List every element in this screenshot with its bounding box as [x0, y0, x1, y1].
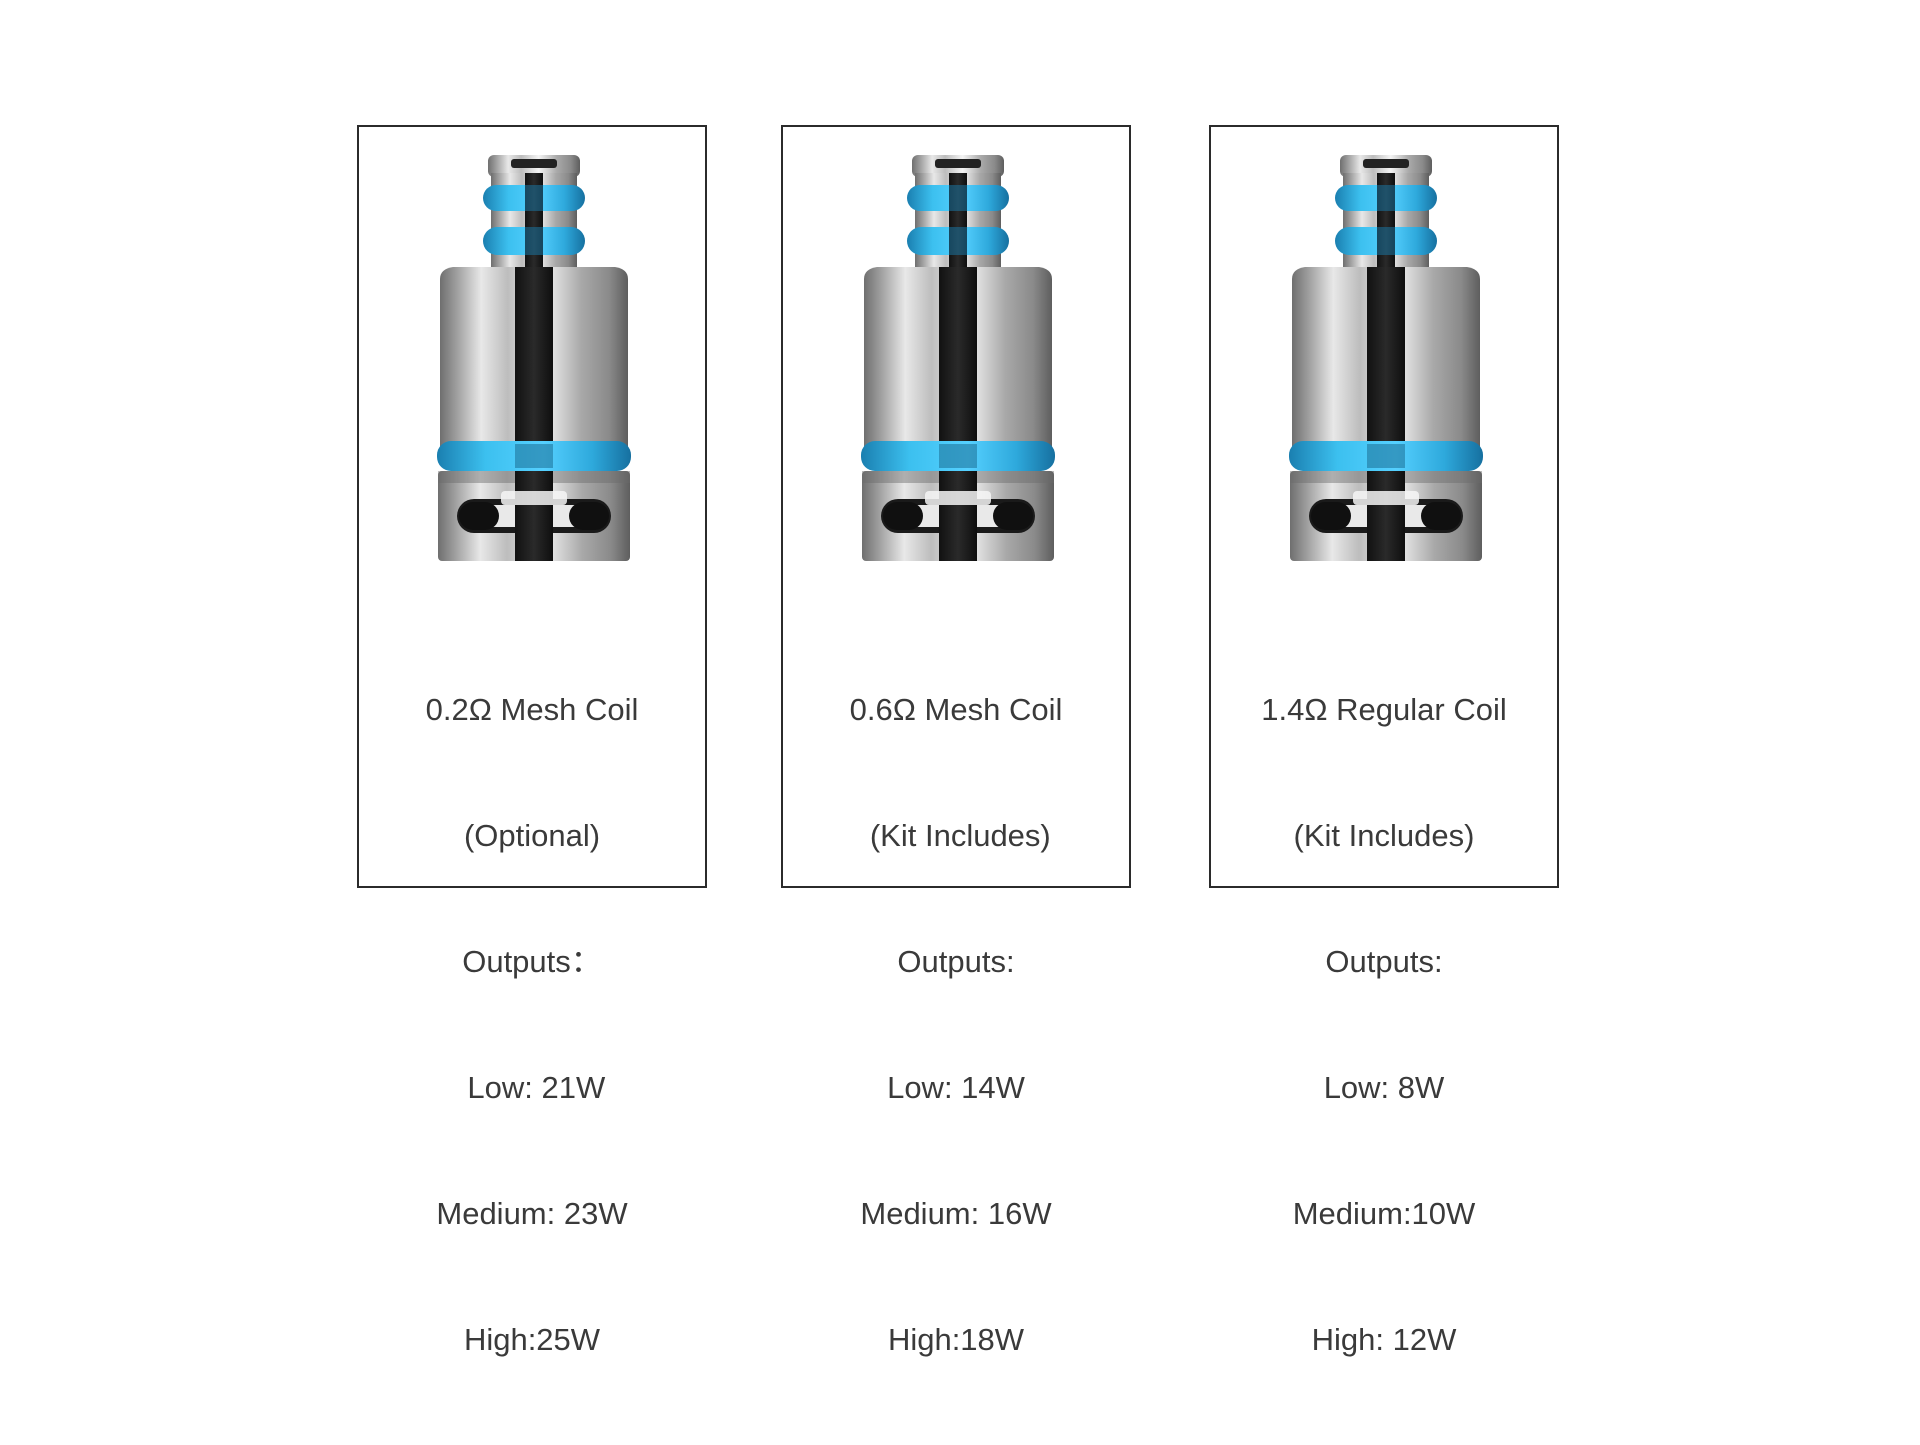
coil-title: 0.6Ω Mesh Coil: [849, 692, 1063, 727]
outputs-label: Outputs:: [897, 944, 1015, 979]
output-high: High:18W: [887, 1322, 1025, 1357]
coil-card-0.2-ohm: 0.2Ω Mesh Coil (Optional) Outputs： Low: …: [357, 125, 707, 1357]
coil-image: [435, 151, 633, 567]
output-high: High: 12W: [1311, 1322, 1457, 1357]
coil-note: (Kit Includes): [1293, 818, 1475, 853]
coil-specs: 1.4Ω Regular Coil (Kit Includes) Outputs…: [1211, 605, 1557, 1445]
output-medium: Medium: 16W: [860, 1196, 1052, 1231]
output-high: High:25W: [463, 1322, 601, 1357]
coil-specs: 0.6Ω Mesh Coil (Kit Includes) Outputs: L…: [783, 605, 1129, 1445]
output-low: Low: 21W: [458, 1070, 606, 1105]
output-low: Low: 8W: [1323, 1070, 1445, 1105]
coil-title: 1.4Ω Regular Coil: [1261, 692, 1507, 727]
outputs-label: Outputs：: [462, 944, 602, 979]
coil-image: [859, 151, 1057, 567]
coil-specs: 0.2Ω Mesh Coil (Optional) Outputs： Low: …: [359, 605, 705, 1445]
output-medium: Medium:10W: [1292, 1196, 1476, 1231]
coil-title: 0.2Ω Mesh Coil: [425, 692, 639, 727]
coil-note: (Kit Includes): [861, 818, 1051, 853]
coil-note: (Optional): [463, 818, 601, 853]
output-medium: Medium: 23W: [436, 1196, 628, 1231]
coil-image: [1287, 151, 1485, 567]
coil-card-0.6-ohm: 0.6Ω Mesh Coil (Kit Includes) Outputs: L…: [781, 125, 1131, 1357]
coil-card-1.4-ohm: 1.4Ω Regular Coil (Kit Includes) Outputs…: [1209, 125, 1559, 1357]
outputs-label: Outputs:: [1325, 944, 1443, 979]
output-low: Low: 14W: [887, 1070, 1025, 1105]
